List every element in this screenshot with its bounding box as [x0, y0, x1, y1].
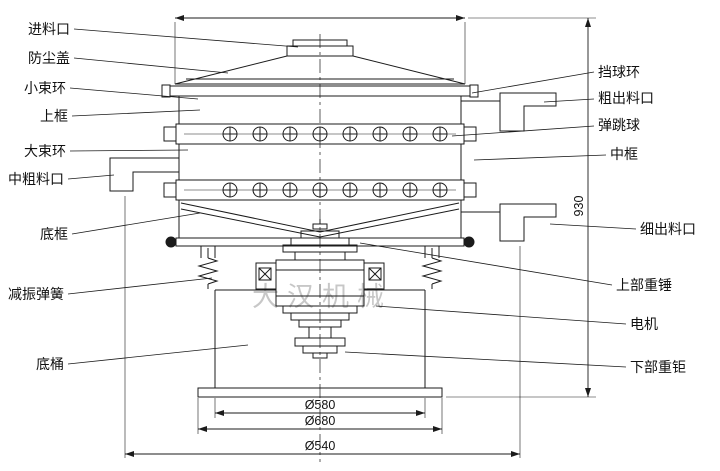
label-feed-inlet: 进料口	[28, 21, 70, 37]
part-labels-left: 进料口 防尘盖 小束环 上框 大束环 中粗料口 底框 减振弹簧 底桶	[8, 21, 70, 372]
dim-680: Ø680	[305, 414, 336, 428]
leader-lines	[67, 28, 637, 368]
dia-680-dimension: Ø680	[197, 398, 443, 434]
machine-drawing	[109, 34, 557, 462]
part-labels-right: 挡球环 粗出料口 弹跳球 中框 细出料口 上部重锤 电机 下部重钜	[598, 64, 696, 375]
label-dust-cover: 防尘盖	[28, 50, 70, 66]
label-bottom-barrel: 底桶	[36, 356, 64, 372]
deck-row-2	[163, 179, 477, 201]
lower-weight	[282, 305, 358, 359]
label-fine-outlet: 细出料口	[640, 221, 696, 237]
fine-outlet-spout	[461, 203, 557, 242]
middle-coarse-outlet-spout	[109, 157, 180, 192]
label-motor: 电机	[630, 316, 658, 332]
dia-540-dimension: Ø540	[124, 196, 521, 458]
bottom-barrel	[197, 289, 443, 398]
label-middle-coarse-outlet: 中粗料口	[8, 171, 64, 187]
watermark: 大汉机械	[252, 282, 392, 312]
height-dimension: 930	[446, 17, 596, 398]
dim-930: 930	[572, 196, 586, 217]
label-upper-frame: 上框	[40, 108, 68, 124]
label-ball-stop-ring: 挡球环	[598, 64, 640, 80]
label-bouncing-ball: 弹跳球	[598, 117, 640, 133]
label-bottom-frame: 底框	[40, 226, 68, 242]
label-damping-spring: 减振弹簧	[8, 286, 64, 302]
label-lower-weight: 下部重钜	[630, 359, 686, 375]
label-middle-frame: 中框	[610, 146, 638, 162]
motor-assembly	[255, 219, 385, 359]
dim-540: Ø540	[305, 439, 336, 453]
label-large-clamp-ring: 大束环	[24, 143, 66, 159]
small-clamp-ring	[161, 84, 479, 98]
deck-row-1	[163, 123, 477, 145]
label-upper-weight: 上部重锤	[616, 277, 672, 293]
coarse-outlet-spout	[461, 92, 557, 132]
dimensions: 930 Ø580 Ø680 Ø540	[124, 15, 596, 458]
label-small-clamp-ring: 小束环	[24, 80, 66, 96]
dim-580: Ø580	[305, 398, 336, 412]
bottom-frame	[178, 200, 462, 238]
dia-580-dimension: Ø580	[214, 398, 426, 418]
top-width-dimension	[174, 15, 466, 84]
label-coarse-outlet: 粗出料口	[598, 90, 654, 106]
